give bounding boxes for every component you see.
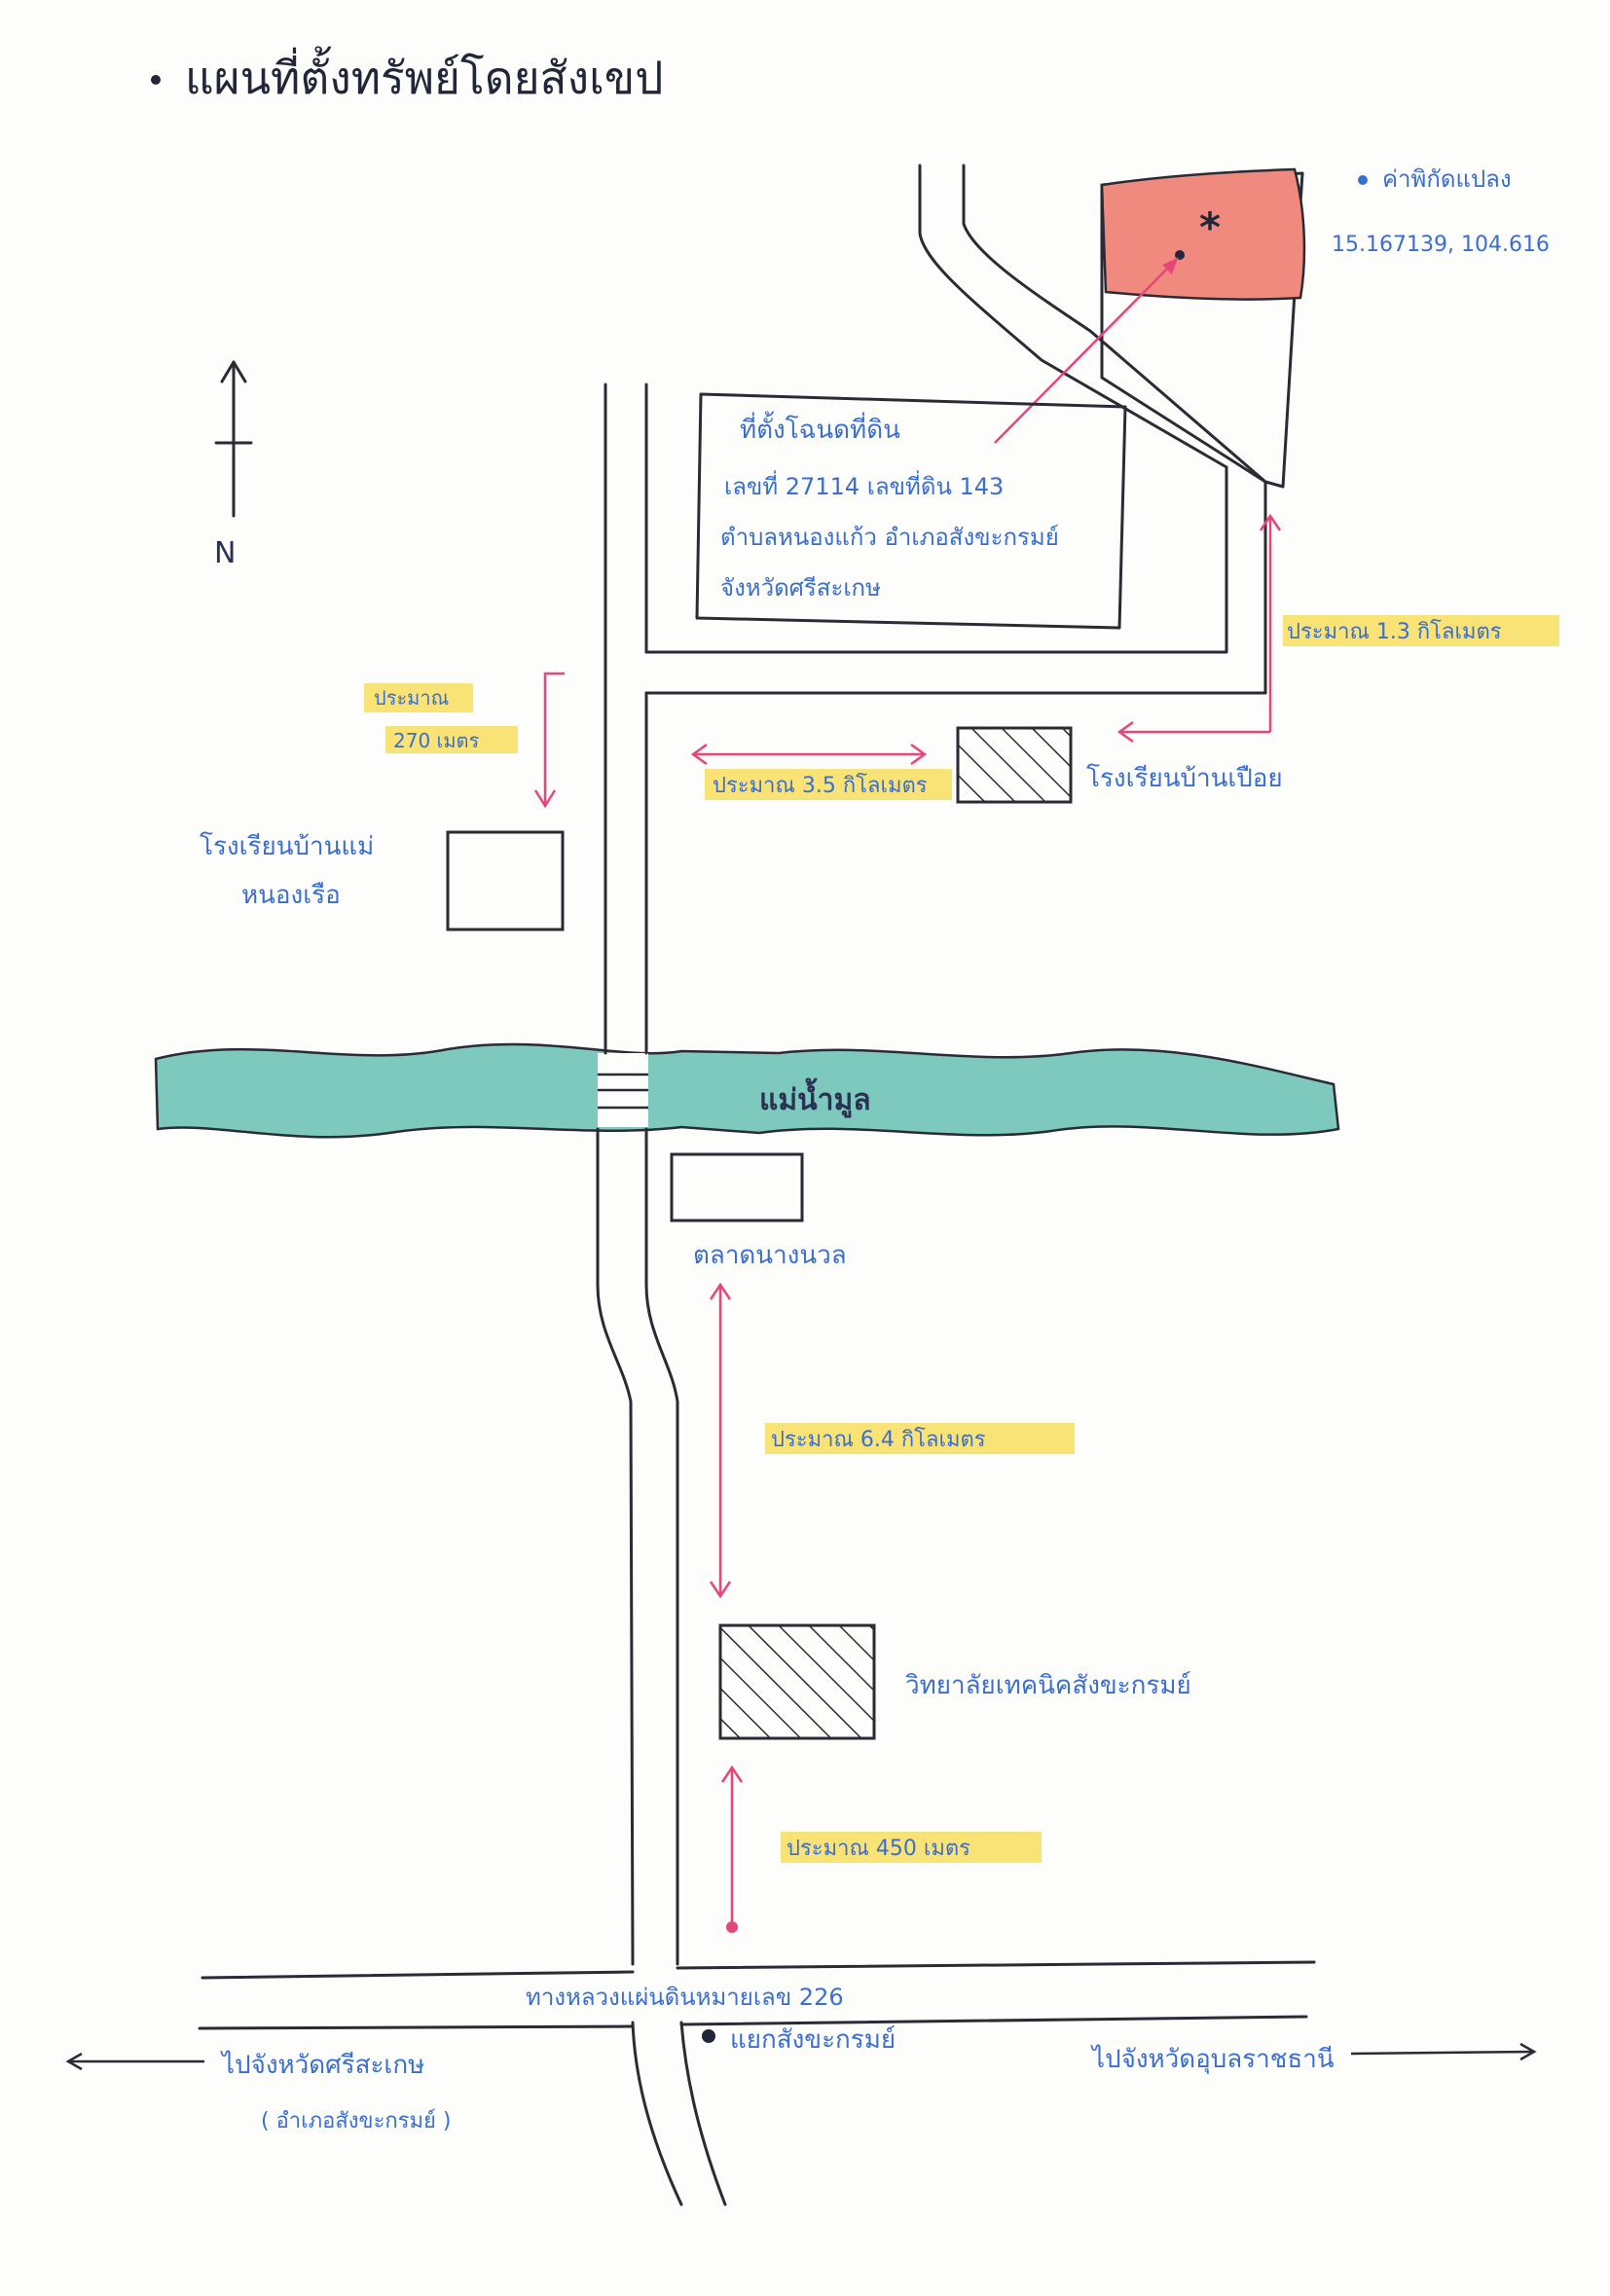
highway-226 [198, 1960, 1316, 2030]
distance-middle: ประมาณ 6.4 กิโลเมตร [771, 1427, 986, 1452]
parcel-pointer [994, 257, 1179, 444]
distance-school-right: ประมาณ 3.5 กิโลเมตร [713, 773, 928, 798]
highlight-bottom [781, 1832, 1042, 1863]
land-info-line2: เลขที่ 27114 เลขที่ดิน 143 [724, 470, 1004, 500]
land-info-line4: จังหวัดศรีสะเกษ [720, 574, 881, 601]
main-road [596, 383, 727, 2206]
highlight-top-right [1283, 615, 1559, 646]
market-building [670, 1152, 804, 1222]
junction-label: แยกสังขะกรมย์ [730, 2025, 896, 2055]
land-info-line1: ที่ตั้งโฉนดที่ดิน [740, 411, 900, 445]
distance-bottom: ประมาณ 450 เมตร [787, 1837, 970, 1861]
highlight-school-right [705, 769, 952, 800]
highlight-left-a [364, 683, 473, 712]
junction-dot-icon [702, 2029, 715, 2043]
arrow-left-icon [65, 2052, 204, 2071]
school-right-building [956, 726, 1073, 804]
coordinate-value: 15.167139, 104.616 [1332, 233, 1550, 257]
river-band [154, 1042, 1340, 1139]
parcel-block: * [1100, 167, 1306, 489]
north-arrow-icon [214, 360, 253, 518]
bridge [598, 1053, 648, 1127]
north-label: N [214, 536, 236, 570]
coordinate-bullet [1358, 175, 1368, 185]
college-label: วิทยาลัยเทคนิคสังขะกรมย์ [905, 1671, 1191, 1700]
distance-marker-middle [709, 1282, 732, 1599]
highlight-left-b [385, 726, 518, 753]
distance-marker-bottom [720, 1765, 744, 1933]
highway-label: ทางหลวงแผ่นดินหมายเลข 226 [526, 1984, 844, 2011]
to-ubon-label: ไปจังหวัดอุบลราชธานี [1090, 2044, 1335, 2074]
arrow-right-icon [1350, 2042, 1537, 2061]
to-sisaket-sub-label: ( อำเภอสังขะกรมย์ ) [261, 2109, 452, 2133]
map-title: แผนที่ตั้งทรัพย์โดยสังเขป [185, 46, 663, 104]
highlight-middle [765, 1423, 1075, 1454]
asterisk-icon: * [1199, 203, 1221, 251]
river-label: แม่น้ำมูล [759, 1077, 871, 1118]
distance-marker-left [533, 672, 565, 809]
market-label: ตลาดนางนวล [693, 1241, 847, 1270]
distance-marker-top-right [1116, 513, 1282, 744]
distance-left-b: 270 เมตร [393, 729, 480, 752]
diagonal-road [918, 164, 1267, 484]
to-sisaket-label: ไปจังหวัดศรีสะเกษ [220, 2050, 424, 2080]
parcel-dot-icon [1175, 250, 1185, 260]
land-info-box [695, 392, 1127, 630]
distance-left-a: ประมาณ [374, 686, 449, 710]
school-left-label-a: โรงเรียนบ้านแม่ [200, 831, 374, 861]
side-road [644, 465, 1267, 695]
coordinate-label: ค่าพิกัดแปลง [1382, 165, 1512, 193]
school-left-building [446, 830, 565, 931]
college-building [718, 1623, 876, 1740]
land-info-line3: ตำบลหนองแก้ว อำเภอสังขะกรมย์ [720, 524, 1059, 551]
distance-top-right: ประมาณ 1.3 กิโลเมตร [1287, 619, 1502, 644]
target-parcel [1100, 167, 1306, 301]
title-bullet [151, 75, 161, 85]
distance-marker-school [690, 743, 928, 766]
school-left-label-b: หนองเรือ [241, 881, 341, 910]
school-right-label: โรงเรียนบ้านเปือย [1086, 763, 1283, 793]
